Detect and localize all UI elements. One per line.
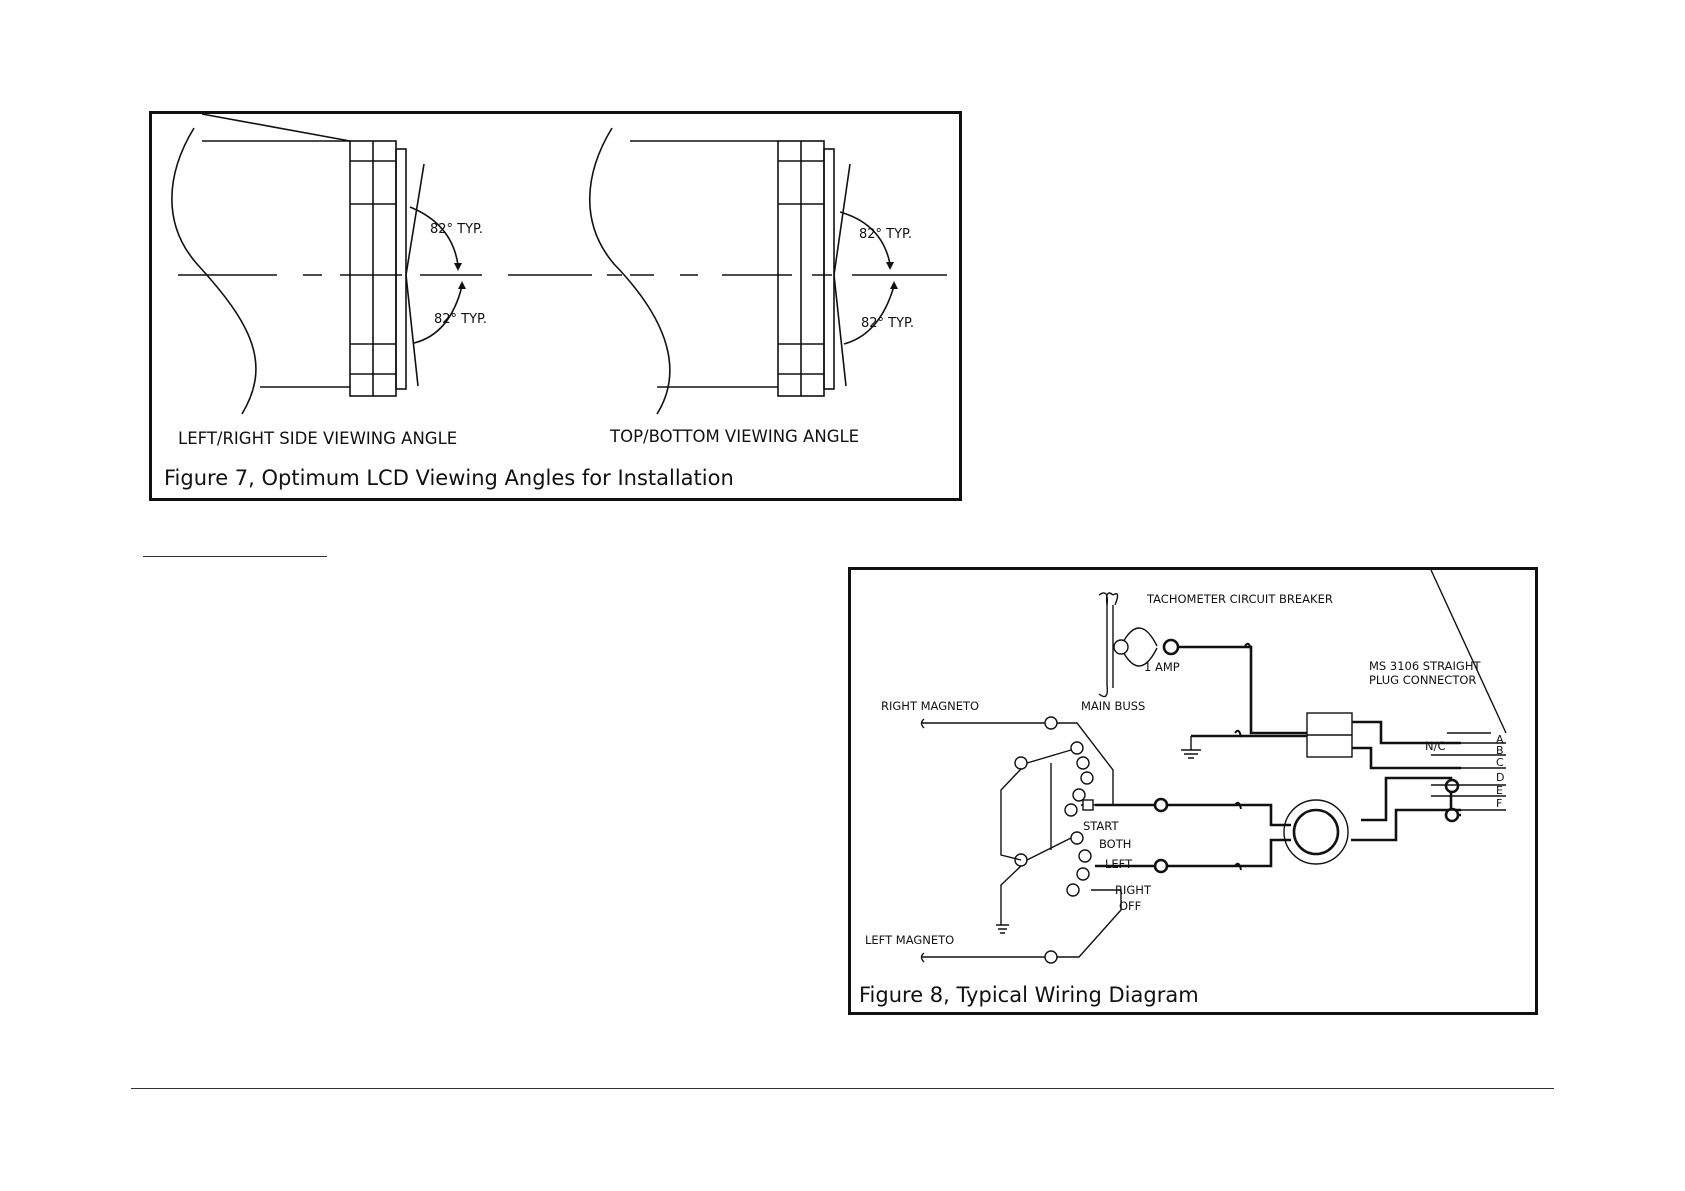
- left-right-view-label: LEFT/RIGHT SIDE VIEWING ANGLE: [178, 429, 457, 448]
- switch-off-label: OFF: [1119, 899, 1141, 913]
- switch-right-label: RIGHT: [1115, 883, 1152, 897]
- left-magneto-label: LEFT MAGNETO: [865, 933, 954, 947]
- pin-c-label: C: [1496, 756, 1504, 769]
- figure-7-caption: Figure 7, Optimum LCD Viewing Angles for…: [164, 466, 734, 490]
- switch-both-label: BOTH: [1099, 837, 1131, 851]
- connector-label-1: MS 3106 STRAIGHT: [1369, 659, 1481, 673]
- figure-7-lcd-viewing-angles: 82° TYP. 82° TYP. 82° TYP. 82° TYP. LEFT…: [149, 111, 962, 501]
- right-magneto-label: RIGHT MAGNETO: [881, 699, 979, 713]
- right-upper-angle-label: 82° TYP.: [859, 227, 912, 242]
- left-lower-angle-label: 82° TYP.: [434, 312, 487, 327]
- switch-start-label: START: [1083, 819, 1119, 833]
- pin-d-label: D: [1496, 771, 1504, 784]
- pin-e-label: E: [1496, 784, 1503, 797]
- pin-f-label: F: [1496, 797, 1502, 810]
- footer-divider: [131, 1088, 1554, 1089]
- figure-8-caption: Figure 8, Typical Wiring Diagram: [859, 983, 1199, 1007]
- main-buss-label: MAIN BUSS: [1081, 699, 1145, 713]
- left-upper-angle-label: 82° TYP.: [430, 222, 483, 237]
- nc-label: N/C: [1425, 739, 1446, 753]
- connector-label-2: PLUG CONNECTOR: [1369, 673, 1476, 687]
- amp-label: 1 AMP: [1144, 660, 1180, 674]
- switch-left-label: LEFT: [1105, 857, 1133, 871]
- right-lower-angle-label: 82° TYP.: [861, 316, 914, 331]
- wiring-schematic: TACHOMETER CIRCUIT BREAKER 1 AMP MAIN BU…: [865, 569, 1507, 964]
- pin-b-label: B: [1496, 744, 1504, 757]
- breaker-label: TACHOMETER CIRCUIT BREAKER: [1146, 592, 1333, 606]
- pin-a-label: A: [1496, 733, 1504, 746]
- figure-8-wiring-diagram: TACHOMETER CIRCUIT BREAKER 1 AMP MAIN BU…: [848, 567, 1538, 1015]
- top-bottom-view-label: TOP/BOTTOM VIEWING ANGLE: [609, 427, 859, 446]
- section-divider: [143, 556, 327, 557]
- viewing-angle-drawing: 82° TYP. 82° TYP. 82° TYP. 82° TYP. LEFT…: [171, 113, 947, 448]
